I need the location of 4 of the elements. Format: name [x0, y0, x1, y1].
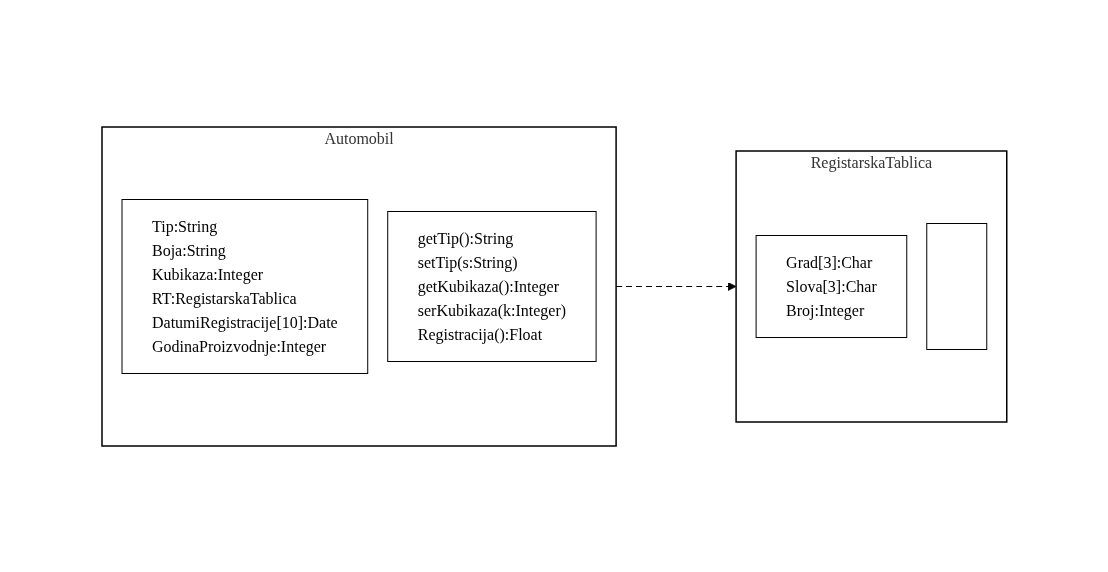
node-box [925, 222, 987, 350]
node-box: Tip:String Boja:String Kubikaza:Integer RT:RegistarskaTablica DatumiRegistracije[10]:Date GodinaProizvodnje:Integer [121, 198, 368, 374]
node-box: getTip():String setTip(s:String) getKubikaza():Integer serKubikaza(k:Integer) Registracija():Float [386, 210, 597, 362]
node-box: Grad[3]:Char Slova[3]:Char Broj:Integer [755, 234, 907, 338]
